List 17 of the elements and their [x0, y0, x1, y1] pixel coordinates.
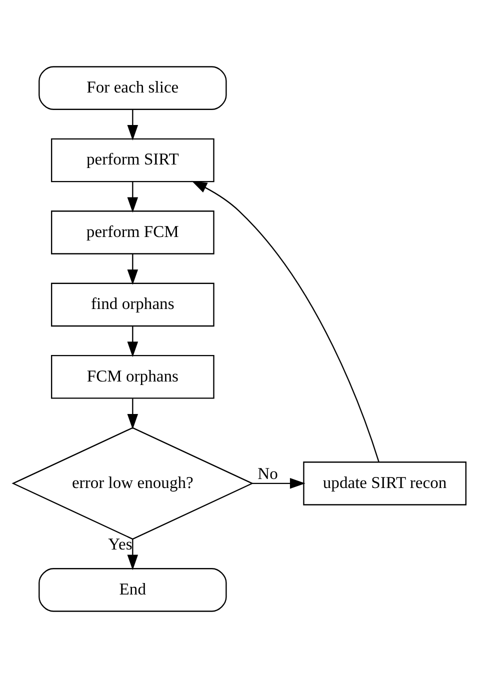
arrow — [127, 538, 138, 570]
node-box: perform SIRT — [50, 138, 214, 182]
node-box: For each slice — [38, 66, 227, 110]
node-box: End — [38, 568, 227, 612]
arrow — [192, 180, 380, 462]
arrow — [127, 108, 138, 140]
edge-label: No — [258, 463, 278, 482]
arrow — [252, 478, 306, 488]
arrow — [127, 326, 138, 357]
node-box: find orphans — [50, 282, 214, 326]
node-box: perform FCM — [50, 210, 214, 254]
node-diamond: error low enough? — [12, 426, 254, 540]
node-box: FCM orphans — [50, 354, 214, 398]
node-box: update SIRT recon — [303, 461, 466, 505]
arrow — [127, 253, 138, 284]
arrow — [127, 181, 138, 212]
arrow — [127, 398, 138, 429]
